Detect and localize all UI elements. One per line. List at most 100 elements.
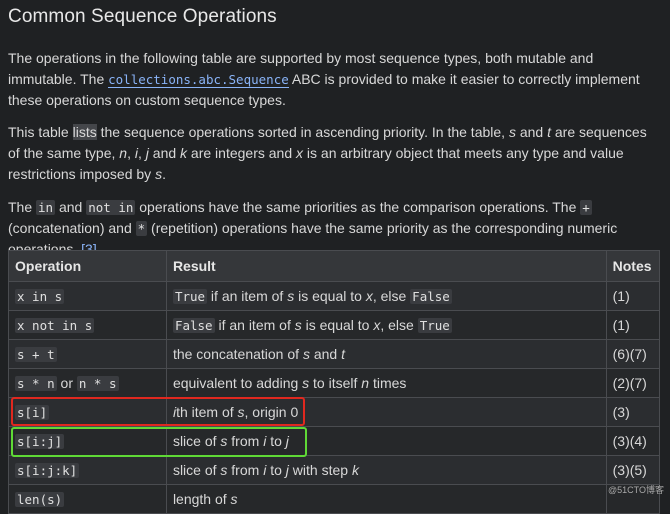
text: are sequences of the same type, bbox=[8, 124, 647, 161]
var: j bbox=[285, 462, 289, 478]
op-code: n * s bbox=[76, 376, 119, 391]
text: This table bbox=[8, 124, 73, 140]
text: ABC is provided to make it easier to cor… bbox=[8, 71, 640, 108]
page-title: Common Sequence Operations bbox=[8, 6, 277, 27]
intro-paragraph: The operations in the following table ar… bbox=[8, 48, 656, 111]
result-cell: slice of s from i to j bbox=[165, 426, 607, 456]
op-code: s[i:j:k] bbox=[15, 463, 80, 478]
text: operations have the same priorities as t… bbox=[135, 199, 581, 215]
code: True bbox=[417, 318, 452, 333]
var: j bbox=[285, 433, 289, 449]
text: th item of bbox=[176, 404, 238, 420]
code-not-in: not in bbox=[86, 200, 136, 215]
code-in: in bbox=[36, 200, 56, 215]
text: , else bbox=[380, 317, 418, 333]
text: The operations in the following table ar… bbox=[8, 50, 594, 87]
code: False bbox=[172, 318, 215, 333]
var: k bbox=[351, 462, 359, 478]
result-cell: length of s bbox=[165, 484, 607, 514]
var: t bbox=[341, 346, 345, 362]
text: length of bbox=[172, 491, 231, 507]
result-cell: False if an item of s is equal to x, els… bbox=[165, 310, 607, 340]
text: is equal to bbox=[294, 288, 366, 304]
var: t bbox=[547, 124, 551, 140]
text: from bbox=[227, 462, 264, 478]
op-cell: s[i] bbox=[8, 397, 167, 427]
text: slice of bbox=[172, 462, 221, 478]
var: i bbox=[134, 145, 138, 161]
op-cell: s * n or n * s bbox=[8, 368, 167, 398]
op-code: x not in s bbox=[15, 318, 95, 333]
table-header-row: Operation Result Notes bbox=[8, 250, 661, 282]
notes-cell: (3) bbox=[605, 397, 661, 427]
header-notes: Notes bbox=[605, 250, 661, 282]
op-cell: x not in s bbox=[8, 310, 167, 340]
op-cell: x in s bbox=[8, 281, 167, 311]
notes-cell: (1) bbox=[605, 310, 661, 340]
text: if an item of bbox=[207, 288, 288, 304]
text: the concatenation of bbox=[172, 346, 303, 362]
text: are integers and bbox=[187, 145, 297, 161]
code: False bbox=[410, 289, 452, 304]
var: s bbox=[508, 124, 516, 140]
var: k bbox=[180, 145, 188, 161]
text: times bbox=[369, 375, 407, 391]
table-row: x in s True if an item of s is equal to … bbox=[8, 281, 661, 311]
op-cell: s[i:j:k] bbox=[8, 455, 167, 485]
result-cell: the concatenation of s and t bbox=[165, 339, 607, 369]
var: s bbox=[294, 317, 302, 333]
text: to itself bbox=[309, 375, 362, 391]
header-result: Result bbox=[165, 250, 607, 282]
text: The bbox=[8, 199, 37, 215]
table-row: s[i] ith item of s, origin 0 (3) bbox=[8, 397, 661, 427]
op-code: x in s bbox=[15, 289, 65, 304]
op-cell: len(s) bbox=[8, 484, 167, 514]
table-row: len(s) length of s bbox=[8, 484, 661, 514]
var: x bbox=[373, 317, 381, 333]
var: x bbox=[365, 288, 373, 304]
var: x bbox=[296, 145, 304, 161]
result-cell: ith item of s, origin 0 bbox=[165, 397, 607, 427]
var: s bbox=[155, 166, 163, 182]
sequence-abc-link[interactable]: collections.abc.Sequence bbox=[108, 72, 289, 88]
text: with step bbox=[288, 462, 352, 478]
var: s bbox=[237, 404, 245, 420]
op-code: s * n bbox=[15, 376, 57, 391]
text: equivalent to adding bbox=[172, 375, 303, 391]
var: s bbox=[230, 491, 238, 507]
table-row: s * n or n * s equivalent to adding s to… bbox=[8, 368, 661, 398]
var: s bbox=[220, 433, 228, 449]
notes-cell: (3)(4) bbox=[605, 426, 661, 456]
text: slice of bbox=[172, 433, 221, 449]
watermark: @51CTO博客 bbox=[608, 485, 664, 495]
code-plus: + bbox=[580, 200, 592, 215]
var: n bbox=[361, 375, 370, 391]
code: True bbox=[172, 289, 208, 304]
table-row: x not in s False if an item of s is equa… bbox=[8, 310, 661, 340]
op-code: s[i] bbox=[15, 405, 50, 420]
text: is equal to bbox=[301, 317, 374, 333]
notes-cell: (6)(7) bbox=[605, 339, 661, 369]
priority-paragraph: This table lists the sequence operations… bbox=[8, 122, 656, 185]
notes-cell: (3)(5) bbox=[605, 455, 661, 485]
result-cell: slice of s from i to j with step k bbox=[165, 455, 607, 485]
text: from bbox=[227, 433, 264, 449]
text: and bbox=[309, 346, 342, 362]
op-cell: s + t bbox=[8, 339, 167, 369]
result-cell: True if an item of s is equal to x, else… bbox=[165, 281, 607, 311]
text: , bbox=[127, 145, 135, 161]
operators-paragraph: The in and not in operations have the sa… bbox=[8, 197, 656, 260]
table-row: s[i:j] slice of s from i to j (3)(4) bbox=[8, 426, 661, 456]
var: s bbox=[220, 462, 228, 478]
text: , bbox=[138, 145, 146, 161]
table-row: s[i:j:k] slice of s from i to j with ste… bbox=[8, 455, 661, 485]
var: s bbox=[302, 375, 310, 391]
text: (concatenation) and bbox=[8, 220, 136, 236]
notes-cell: (1) bbox=[605, 281, 661, 311]
header-operation: Operation bbox=[8, 250, 167, 282]
text: the sequence operations sorted in ascend… bbox=[96, 124, 509, 140]
op-code: s[i:j] bbox=[15, 434, 65, 449]
text: to bbox=[266, 433, 286, 449]
var: i bbox=[263, 462, 267, 478]
text: if an item of bbox=[214, 317, 295, 333]
